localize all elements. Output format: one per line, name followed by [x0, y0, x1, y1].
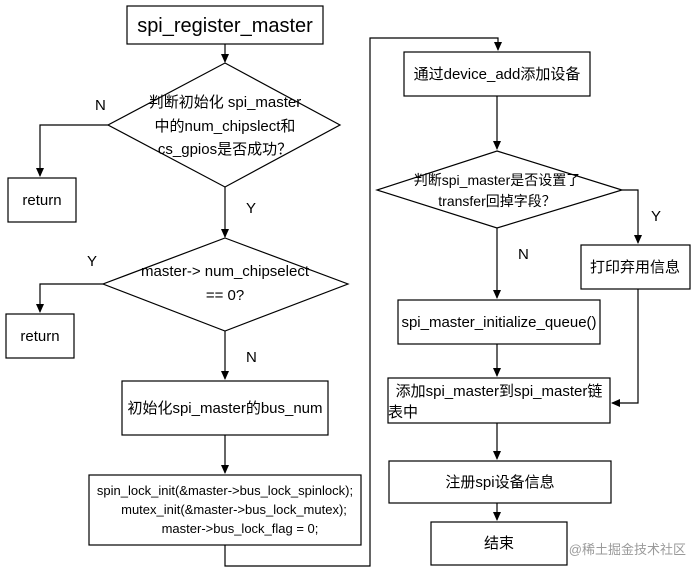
add-list-line2: 表中: [388, 404, 418, 421]
decision1-no-label: N: [95, 97, 106, 114]
init-locks-box: [88, 474, 362, 546]
return-label-1: return: [22, 192, 61, 209]
end-label: 结束: [484, 535, 514, 552]
return-box-1: [7, 177, 77, 223]
decision3-no-label: N: [518, 246, 529, 263]
print-info-label: 打印弃用信息: [590, 259, 680, 276]
init-queue-box: [397, 299, 601, 345]
decision-init-check-line1: 判断初始化 spi_master: [149, 94, 302, 111]
return-box-2: [5, 313, 75, 359]
register-info-label: 注册spi设备信息: [445, 474, 554, 491]
add-list-box: [387, 377, 611, 424]
end-box: [430, 521, 568, 566]
decision-num-chipselect: [101, 237, 350, 332]
decision3-yes-label: Y: [651, 208, 661, 225]
decision1-yes-label: Y: [246, 200, 256, 217]
device-add-box: [403, 51, 591, 97]
decision-transfer: [375, 150, 625, 229]
return-label-2: return: [20, 328, 59, 345]
decision-num-chipselect-line1: master-> num_chipselect: [141, 263, 310, 280]
init-locks-line1: spin_lock_init(&master->bus_lock_spinloc…: [97, 483, 353, 498]
init-locks-line3: master->bus_lock_flag = 0;: [162, 521, 319, 536]
register-info-box: [388, 460, 612, 504]
decision-init-check-line3: cs_gpios是否成功？: [158, 141, 292, 158]
start-label: spi_register_master: [137, 15, 313, 37]
print-info-box: [580, 244, 691, 290]
decision-num-chipselect-line2: == 0?: [206, 287, 244, 304]
start-box: [126, 5, 324, 45]
decision2-no-label: N: [246, 349, 257, 366]
init-bus-num-label: 初始化spi_master的bus_num: [127, 400, 322, 417]
init-bus-num-box: [121, 380, 329, 436]
decision2-yes-label: Y: [87, 253, 97, 270]
decision-init-check-line2: 中的num_chipslect和: [155, 118, 296, 135]
device-add-label: 通过device_add添加设备: [414, 66, 581, 83]
add-list-line1: 添加spi_master到spi_master链: [396, 383, 603, 400]
decision-transfer-line1: 判断spi_master是否设置了: [414, 172, 580, 188]
init-queue-label: spi_master_initialize_queue(): [401, 314, 596, 331]
watermark-text: @稀土掘金技术社区: [569, 542, 686, 557]
decision-transfer-line2: transfer回掉字段？: [438, 193, 555, 209]
init-locks-line2: mutex_init(&master->bus_lock_mutex);: [121, 502, 347, 517]
